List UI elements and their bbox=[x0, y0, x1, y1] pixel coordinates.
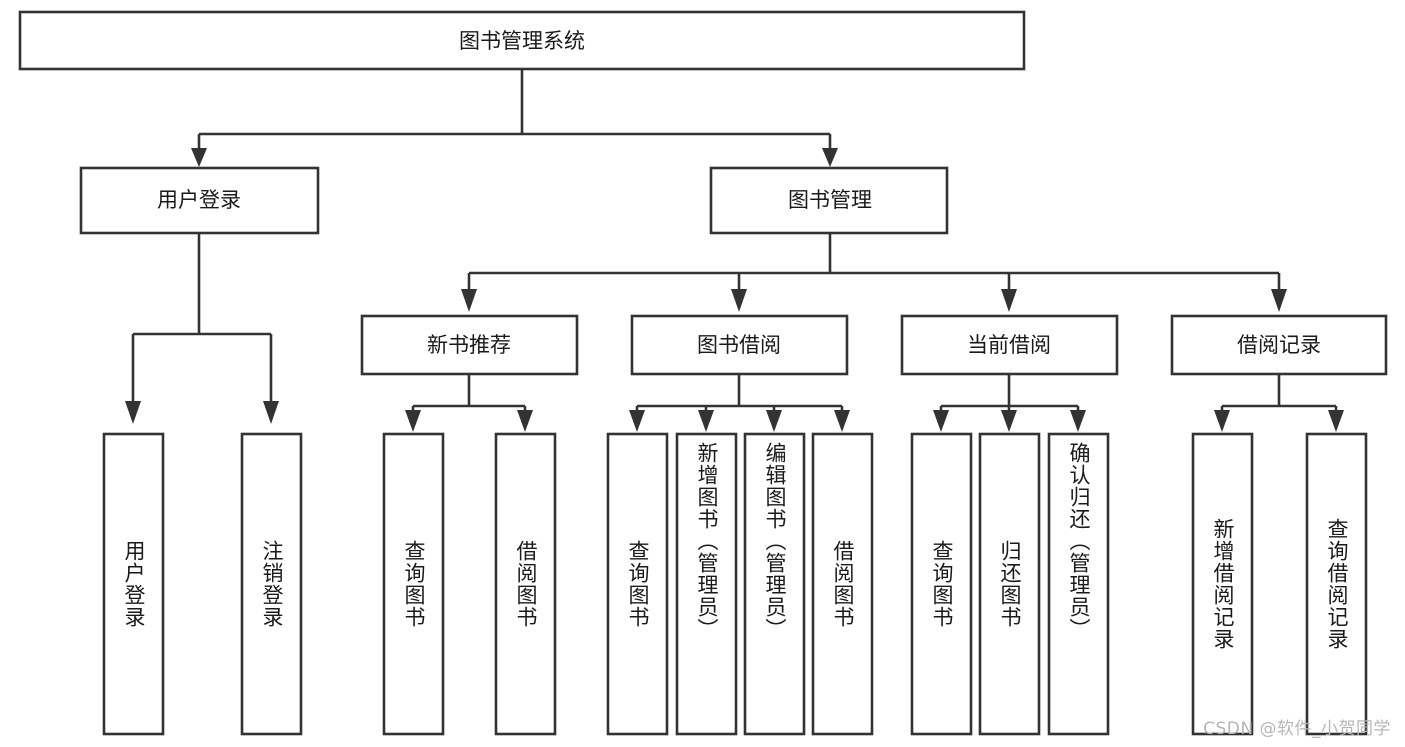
arrowhead-leaf-query-book-3 bbox=[933, 410, 949, 432]
arrowhead-leaf-confirm-return bbox=[1070, 410, 1086, 432]
leaf-query-record-box[interactable] bbox=[1305, 432, 1368, 736]
arrowhead-leaf-user-login bbox=[125, 401, 141, 424]
arrowhead-leaf-add-record bbox=[1214, 410, 1230, 432]
node-new-book-rec-box[interactable] bbox=[360, 314, 579, 376]
leaf-confirm-return-box[interactable] bbox=[1047, 432, 1110, 736]
connector-layer bbox=[125, 69, 1344, 432]
arrowhead-leaf-edit-book bbox=[766, 410, 782, 432]
arrowhead-book-borrow bbox=[731, 289, 747, 312]
node-root[interactable]: 图书管理系统 bbox=[18, 10, 1026, 71]
node-root-label: 图书管理系统 bbox=[459, 29, 585, 53]
arrowhead-book-manage bbox=[822, 148, 838, 167]
node-book-borrow[interactable]: 图书借阅 bbox=[630, 314, 849, 376]
node-new-book-rec[interactable]: 新书推荐 bbox=[360, 314, 579, 376]
leaf-query-book-2-box[interactable] bbox=[606, 432, 669, 736]
arrowhead-leaf-logout bbox=[263, 401, 279, 424]
node-book-manage-box[interactable] bbox=[709, 166, 949, 235]
node-current-borrow[interactable]: 当前借阅 bbox=[900, 314, 1119, 376]
arrowhead-user-login bbox=[191, 148, 207, 167]
leaf-borrow-book-1-box[interactable] bbox=[494, 432, 557, 736]
node-current-borrow-box[interactable] bbox=[900, 314, 1119, 376]
node-book-manage[interactable]: 图书管理 bbox=[709, 166, 949, 235]
node-borrow-record-box[interactable] bbox=[1170, 314, 1388, 376]
node-new-book-rec-label: 新书推荐 bbox=[427, 333, 511, 357]
arrowhead-leaf-borrow-book-2 bbox=[834, 410, 850, 432]
arrowhead-borrow-record bbox=[1271, 289, 1287, 312]
leaf-add-record-box[interactable] bbox=[1191, 432, 1254, 736]
node-root-box[interactable] bbox=[18, 10, 1026, 71]
leaf-boxes-layer bbox=[102, 432, 1368, 736]
leaf-query-book-1-box[interactable] bbox=[382, 432, 445, 736]
leaf-logout-box[interactable] bbox=[240, 432, 303, 736]
arrowhead-new-book-rec bbox=[461, 289, 477, 312]
node-book-borrow-label: 图书借阅 bbox=[697, 333, 781, 357]
arrowhead-leaf-query-book-2 bbox=[629, 410, 645, 432]
arrowhead-current-borrow bbox=[1001, 289, 1017, 312]
leaf-query-book-3-box[interactable] bbox=[910, 432, 973, 736]
leaf-add-book-box[interactable] bbox=[675, 432, 738, 736]
arrowhead-leaf-return-book bbox=[1001, 410, 1017, 432]
node-book-borrow-box[interactable] bbox=[630, 314, 849, 376]
arrowhead-leaf-query-record bbox=[1328, 410, 1344, 432]
csdn-watermark: CSDN @软件_小贺同学 bbox=[1203, 719, 1391, 739]
node-current-borrow-label: 当前借阅 bbox=[967, 333, 1051, 357]
arrowhead-leaf-add-book bbox=[698, 410, 714, 432]
node-borrow-record-label: 借阅记录 bbox=[1237, 333, 1321, 357]
node-book-manage-label: 图书管理 bbox=[788, 188, 872, 212]
arrowhead-leaf-query-book-1 bbox=[405, 410, 421, 432]
arrowhead-leaf-borrow-book-1 bbox=[517, 410, 533, 432]
leaf-edit-book-box[interactable] bbox=[743, 432, 806, 736]
node-borrow-record[interactable]: 借阅记录 bbox=[1170, 314, 1388, 376]
node-user-login[interactable]: 用户登录 bbox=[79, 166, 320, 235]
leaf-borrow-book-2-box[interactable] bbox=[811, 432, 874, 736]
leaf-user-login-box[interactable] bbox=[102, 432, 165, 736]
node-user-login-box[interactable] bbox=[79, 166, 320, 235]
node-user-login-label: 用户登录 bbox=[157, 188, 241, 212]
leaf-return-book-box[interactable] bbox=[978, 432, 1041, 736]
